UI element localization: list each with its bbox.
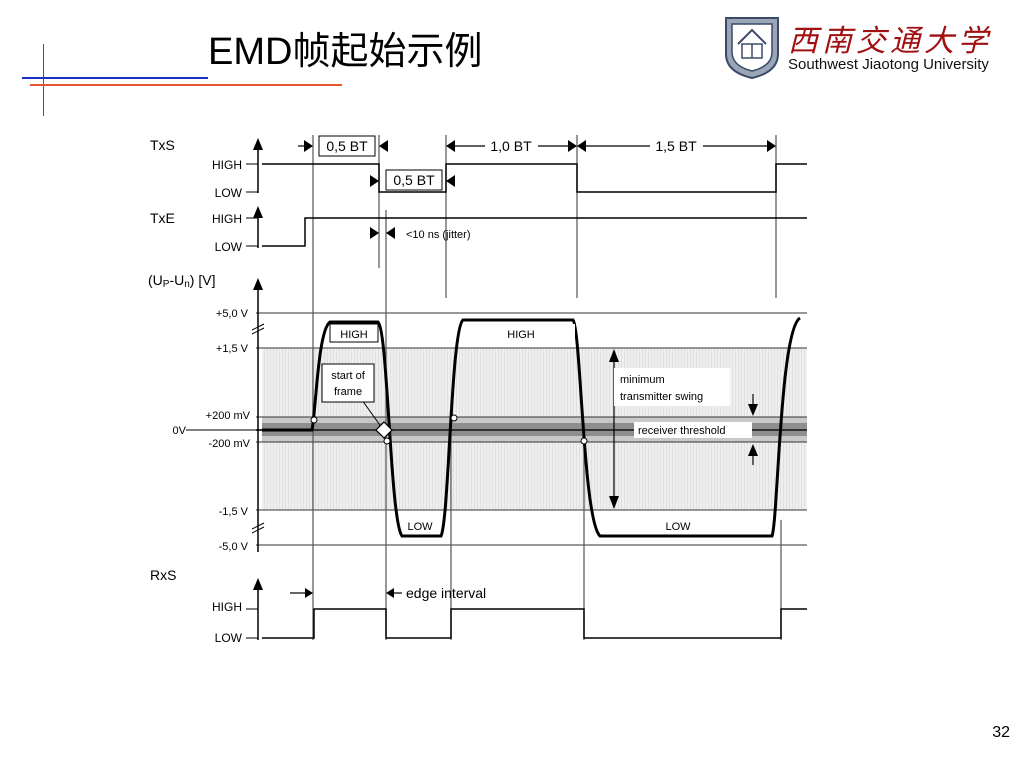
rxs-low-label: LOW — [215, 631, 243, 645]
tick-neg5v: -5,0 V — [219, 541, 249, 553]
university-seal-icon — [725, 17, 779, 80]
page-number: 32 — [992, 724, 1010, 741]
start-of-frame-marker — [310, 399, 588, 445]
label-txe: TxE — [150, 210, 175, 226]
interval-arrows — [290, 140, 776, 598]
header-vertical-line — [43, 44, 44, 116]
header-orange-line — [30, 84, 342, 86]
interval-05bt-bottom: 0,5 BT — [393, 172, 435, 188]
wave-low-label-2: LOW — [665, 521, 691, 533]
start-of-frame-line2: frame — [334, 386, 362, 398]
wave-high-label-2: HIGH — [507, 329, 535, 341]
voltage-axis — [251, 278, 265, 552]
start-of-frame-line1: start of — [331, 370, 366, 382]
interval-10bt: 1,0 BT — [490, 138, 532, 154]
label-rxs: RxS — [150, 567, 176, 583]
tick-pos5v: +5,0 V — [216, 308, 249, 320]
slide-title: EMD帧起始示例 — [208, 31, 483, 73]
header-blue-line — [22, 77, 208, 79]
txe-waveform — [262, 217, 807, 247]
rxs-waveform — [262, 608, 807, 639]
label-txs: TxS — [150, 137, 175, 153]
jitter-label: <10 ns (jitter) — [406, 229, 471, 241]
university-name-cn: 西南交通大学 — [788, 24, 992, 59]
tick-zero: 0V — [173, 425, 187, 437]
university-name-en: Southwest Jiaotong University — [788, 56, 989, 73]
threshold-label: receiver threshold — [638, 425, 725, 437]
threshold-arrows — [748, 394, 758, 465]
txs-low-label: LOW — [215, 186, 243, 200]
wave-low-label-1: LOW — [407, 521, 433, 533]
interval-15bt: 1,5 BT — [655, 138, 697, 154]
tick-pos200mv: +200 mV — [206, 410, 251, 422]
label-voltage-difference: (UP-Un) [V] — [148, 272, 215, 290]
txe-high-label: HIGH — [212, 212, 242, 226]
swing-label-line2: transmitter swing — [620, 391, 703, 403]
edge-interval-label: edge interval — [406, 585, 486, 601]
rxs-high-label: HIGH — [212, 600, 242, 614]
wave-high-label-1: HIGH — [340, 329, 368, 341]
txs-high-label: HIGH — [212, 158, 242, 172]
differential-waveform — [262, 316, 802, 538]
voltage-reference-lines — [256, 312, 807, 546]
university-logo: 西南交通大学 Southwest Jiaotong University — [722, 12, 1002, 82]
tick-neg15v: -1,5 V — [219, 506, 249, 518]
interval-05bt-top: 0,5 BT — [326, 138, 368, 154]
txe-low-label: LOW — [215, 240, 243, 254]
tick-pos15v: +1,5 V — [216, 343, 249, 355]
tick-neg200mv: -200 mV — [208, 438, 250, 450]
txs-waveform — [262, 163, 807, 193]
swing-label-line1: minimum — [620, 374, 665, 386]
digital-axes — [253, 138, 263, 640]
